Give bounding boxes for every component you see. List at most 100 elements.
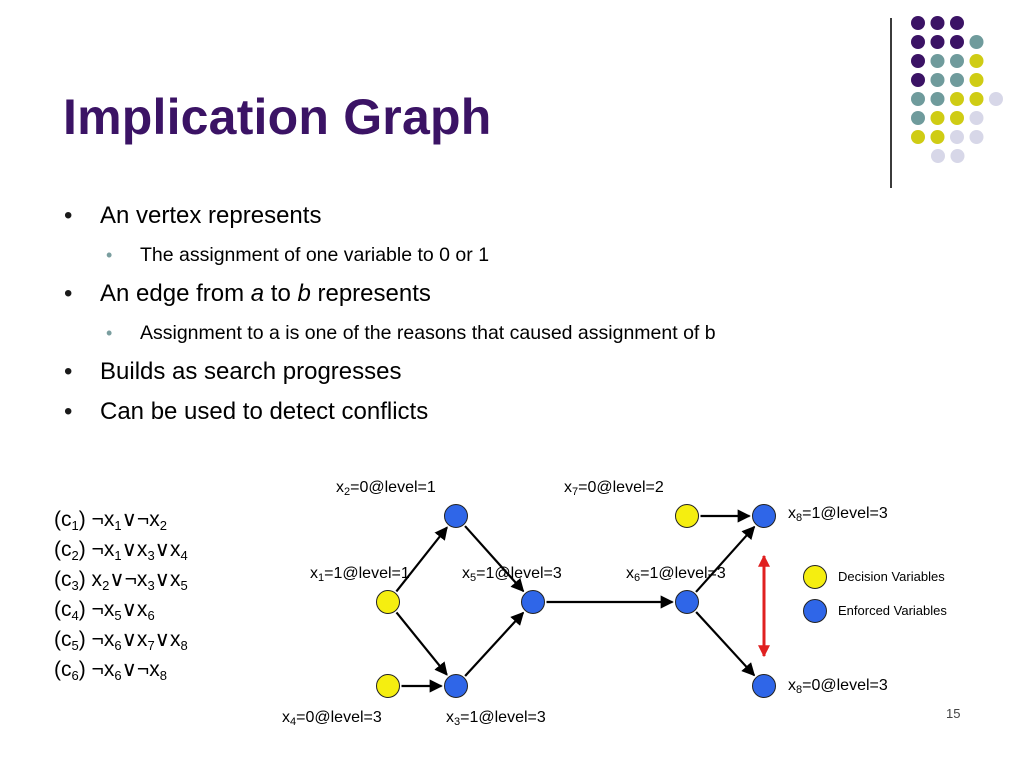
decorative-dot <box>950 73 964 87</box>
text-segment: Builds as search progresses <box>100 358 402 385</box>
text-segment: Assignment to a is one of the reasons th… <box>140 322 716 344</box>
text-segment: ∨x <box>121 598 148 621</box>
clause-item: (c3) x2∨¬x3∨x5 <box>54 565 188 595</box>
text-segment: to <box>264 280 298 307</box>
decorative-divider-line <box>890 18 892 188</box>
decorative-dot <box>930 92 945 106</box>
node-label-x4: x4=0@level=3 <box>282 709 382 728</box>
decorative-dot <box>950 54 964 68</box>
text-segment: =1@level=3 <box>640 565 726 582</box>
decorative-dot <box>930 73 945 87</box>
node-label-x3: x3=1@level=3 <box>446 709 546 728</box>
text-segment: x <box>282 709 290 726</box>
text-segment: =0@level=3 <box>802 677 888 694</box>
text-segment: =1@level=3 <box>476 565 562 582</box>
clause-item: (c2) ¬x1∨x3∨x4 <box>54 535 188 565</box>
text-segment: x <box>564 479 572 496</box>
subscript: 2 <box>71 548 79 563</box>
node-label-x8b: x8=0@level=3 <box>788 677 888 696</box>
node-x6 <box>675 590 699 614</box>
subscript: 6 <box>634 572 641 584</box>
node-x8b <box>752 674 776 698</box>
bullet-item: Builds as search progresses <box>64 352 944 392</box>
text-segment: An edge from <box>100 280 251 307</box>
subscript: 6 <box>147 608 155 623</box>
text-segment: x <box>310 565 318 582</box>
text-segment: Can be used to detect conflicts <box>100 398 429 425</box>
node-x8a <box>752 504 776 528</box>
text-segment: x <box>336 479 344 496</box>
text-segment: ) ¬x <box>78 628 115 651</box>
page-number: 15 <box>946 706 961 721</box>
text-segment: ∨x <box>154 628 181 651</box>
sub-bullet-item: Assignment to a is one of the reasons th… <box>64 314 944 352</box>
text-segment: =1@level=3 <box>460 709 546 726</box>
subscript: 4 <box>71 608 79 623</box>
decorative-dot <box>950 111 964 125</box>
text-segment: (c <box>54 508 72 531</box>
subscript: 2 <box>344 486 351 498</box>
bullet-item: An vertex represents <box>64 196 944 236</box>
node-x2 <box>444 504 468 528</box>
subscript: 5 <box>114 608 122 623</box>
text-segment: ) ¬x <box>78 508 115 531</box>
decorative-dot <box>930 16 945 30</box>
subscript: 3 <box>454 716 461 728</box>
text-segment: ∨x <box>121 538 148 561</box>
subscript: 8 <box>180 638 188 653</box>
subscript: 3 <box>147 578 155 593</box>
text-segment: (c <box>54 568 72 591</box>
edge-x1-x3 <box>395 611 448 676</box>
subscript: 4 <box>290 716 297 728</box>
subscript: 3 <box>71 578 79 593</box>
subscript: 4 <box>180 548 188 563</box>
text-segment: a <box>250 280 265 307</box>
node-x3 <box>444 674 468 698</box>
node-x7 <box>675 504 699 528</box>
subscript: 8 <box>796 512 803 524</box>
node-label-x8a: x8=1@level=3 <box>788 505 888 524</box>
decorative-dot <box>950 130 964 144</box>
decorative-dot <box>950 35 964 49</box>
node-x1 <box>376 590 400 614</box>
text-segment: x <box>788 677 796 694</box>
decorative-dot <box>930 54 945 68</box>
subscript: 7 <box>147 638 155 653</box>
decorative-dot <box>989 92 1003 106</box>
clause-item: (c4) ¬x5∨x6 <box>54 595 188 625</box>
subscript: 7 <box>572 486 579 498</box>
text-segment: ∨x <box>154 568 181 591</box>
decorative-dot <box>911 16 925 30</box>
decorative-dot <box>950 92 964 106</box>
subscript: 8 <box>796 684 803 696</box>
text-segment: x <box>788 505 796 522</box>
decorative-dot <box>911 54 925 68</box>
text-segment: b <box>297 280 311 307</box>
subscript: 1 <box>71 518 79 533</box>
node-x4 <box>376 674 400 698</box>
subscript: 1 <box>114 518 122 533</box>
text-segment: (c <box>54 598 72 621</box>
subscript: 3 <box>147 548 155 563</box>
bullet-list: An vertex representsThe assignment of on… <box>64 196 944 432</box>
subscript: 2 <box>102 578 110 593</box>
slide-title: Implication Graph <box>63 89 492 145</box>
decorative-dot <box>930 130 945 144</box>
clause-list: (c1) ¬x1∨¬x2(c2) ¬x1∨x3∨x4(c3) x2∨¬x3∨x5… <box>54 505 188 685</box>
edge-x6-x8a <box>695 525 756 593</box>
text-segment: =1@level=1 <box>324 565 410 582</box>
text-segment: =0@level=2 <box>578 479 664 496</box>
node-label-x1: x1=1@level=1 <box>310 565 410 584</box>
edge-x3-x5 <box>464 611 525 677</box>
text-segment: =1@level=3 <box>802 505 888 522</box>
text-segment: ) ¬x <box>78 658 115 681</box>
bullet-item: Can be used to detect conflicts <box>64 392 944 432</box>
text-segment: represents <box>310 280 431 307</box>
text-segment: (c <box>54 538 72 561</box>
decorative-dot <box>911 35 925 49</box>
subscript: 1 <box>318 572 325 584</box>
decorative-dot <box>969 92 984 106</box>
text-segment: (c <box>54 658 72 681</box>
node-label-x5: x5=1@level=3 <box>462 565 562 584</box>
subscript: 1 <box>114 548 122 563</box>
